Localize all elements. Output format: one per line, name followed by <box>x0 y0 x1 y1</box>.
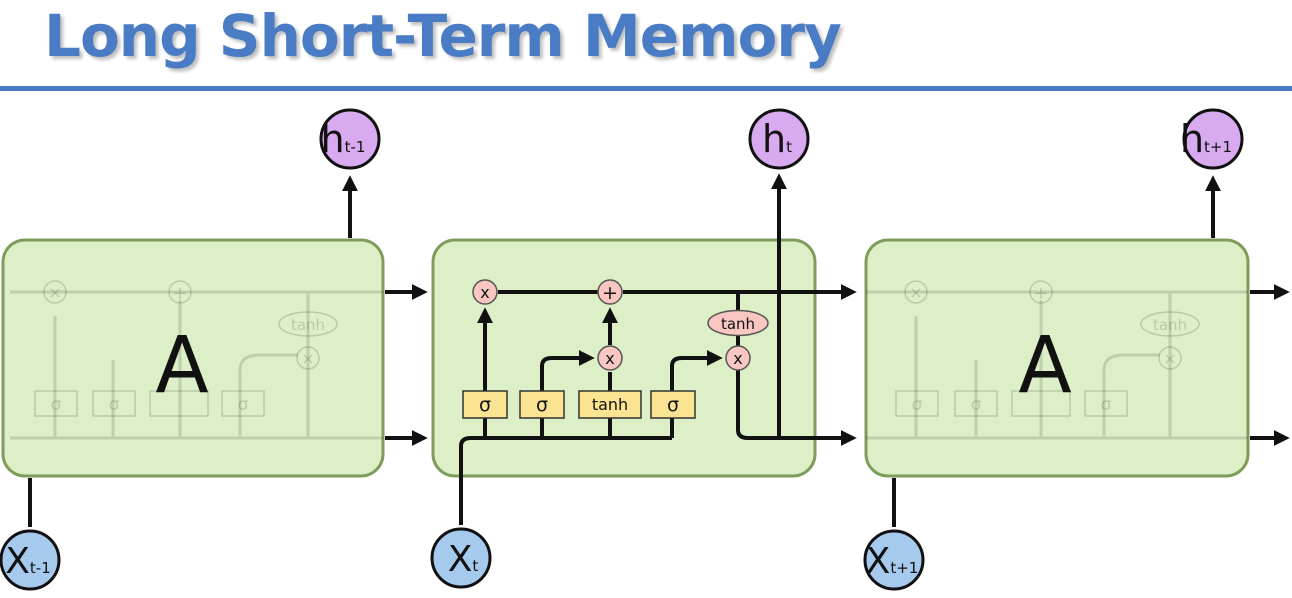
svg-text:+: + <box>602 282 618 304</box>
candidate-gate: tanh <box>578 390 642 419</box>
ghost-plus-icon <box>1029 280 1053 304</box>
output-node-h-t-plus-1: ht+1 <box>1180 108 1244 170</box>
output-node-h-t: ht <box>748 108 810 170</box>
svg-text:tanh: tanh <box>291 316 325 334</box>
svg-text:×: × <box>909 283 922 302</box>
svg-text:+: + <box>172 283 187 304</box>
middle-cell-wiring <box>459 173 857 525</box>
input-concat-line <box>459 436 672 525</box>
forget-mult-op: x <box>472 279 498 305</box>
ghost-mult-icon <box>296 346 320 370</box>
left-cell: × + × tanh σ σ σ A <box>1 238 385 478</box>
svg-text:x: x <box>733 349 742 368</box>
output-gate: σ <box>650 390 696 419</box>
add-op: + <box>597 279 623 305</box>
svg-text:ht+1: ht+1 <box>1180 117 1232 161</box>
svg-text:ht: ht <box>762 117 792 161</box>
svg-text:x: x <box>605 349 614 368</box>
right-cell-ghost-wiring <box>866 290 1248 440</box>
hidden-output-arrow <box>736 370 857 446</box>
ghost-tanh-icon <box>1140 311 1200 337</box>
left-cell-label: A <box>155 321 208 411</box>
input-node-x-t-minus-1: Xt-1 <box>0 529 61 591</box>
svg-text:σ: σ <box>971 395 982 415</box>
svg-text:ht-1: ht-1 <box>321 117 366 161</box>
left-cell-ghost-nodes: × + × tanh σ σ σ <box>34 280 338 417</box>
output-tanh-op: tanh <box>707 309 769 337</box>
connection-arrows <box>28 175 1290 527</box>
left-cell-ghost-wiring <box>10 290 383 440</box>
svg-text:Xt: Xt <box>448 539 479 580</box>
ghost-plus-icon <box>168 280 192 304</box>
input-mult-op: x <box>597 345 623 371</box>
right-cell-ghost-nodes: × + × tanh σ σ σ <box>895 280 1200 417</box>
svg-text:Xt+1: Xt+1 <box>866 541 919 582</box>
right-cell: × + × tanh σ σ σ A <box>864 238 1250 478</box>
svg-text:×: × <box>301 349 314 368</box>
svg-text:σ: σ <box>479 394 491 416</box>
ghost-mult-icon <box>1158 346 1182 370</box>
svg-text:σ: σ <box>109 395 120 415</box>
svg-text:Xt-1: Xt-1 <box>5 541 51 582</box>
svg-text:×: × <box>1163 349 1176 368</box>
title-underline <box>0 86 1292 91</box>
right-cell-label: A <box>1018 321 1071 411</box>
ghost-tanh-icon <box>278 311 338 337</box>
svg-text:σ: σ <box>912 395 923 415</box>
svg-text:×: × <box>48 283 61 302</box>
svg-text:tanh: tanh <box>1153 316 1187 334</box>
svg-text:x: x <box>480 283 489 302</box>
input-gate-arrow <box>540 350 595 391</box>
svg-text:σ: σ <box>238 395 249 415</box>
slide-title: Long Short-Term Memory <box>44 2 842 70</box>
svg-text:σ: σ <box>536 394 548 416</box>
svg-text:+: + <box>1033 283 1048 304</box>
output-mult-op: x <box>725 345 751 371</box>
svg-text:tanh: tanh <box>592 395 628 414</box>
middle-cell: x + x tanh x σ σ tanh <box>431 173 857 525</box>
output-node-h-t-minus-1: ht-1 <box>319 108 381 170</box>
svg-text:σ: σ <box>1101 395 1112 415</box>
output-gate-arrow <box>670 350 723 391</box>
forget-gate: σ <box>462 390 508 419</box>
svg-text:σ: σ <box>51 395 62 415</box>
input-gate: σ <box>519 390 565 419</box>
input-node-x-t-plus-1: Xt+1 <box>863 529 925 591</box>
svg-text:tanh: tanh <box>721 315 755 333</box>
svg-text:σ: σ <box>667 394 679 416</box>
input-node-x-t: Xt <box>430 527 492 589</box>
ghost-mult-icon <box>904 280 928 304</box>
ghost-mult-icon <box>43 280 67 304</box>
